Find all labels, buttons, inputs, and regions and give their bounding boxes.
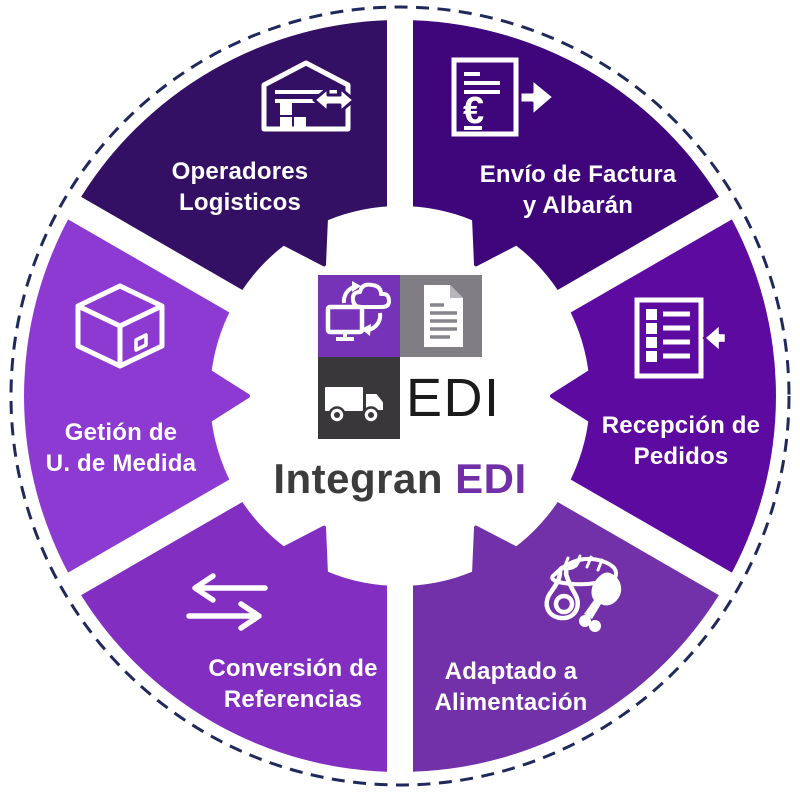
package-box-icon (75, 283, 165, 369)
document-icon (424, 285, 463, 347)
hub-tooth-envio (471, 211, 524, 267)
hub-tooth-operadores (276, 211, 329, 267)
euro-symbol: € (463, 90, 484, 132)
truck-icon (325, 387, 385, 424)
logo-tile-truck (318, 357, 400, 439)
hub-circle (210, 206, 590, 586)
food-icon (544, 554, 622, 632)
order-list-icon (634, 297, 726, 379)
hub-tooth-recepcion (550, 366, 598, 426)
hub-tooth-conversion (276, 525, 329, 581)
invoice-arrow-icon: € (451, 57, 556, 137)
edi-side-label: EDI (406, 368, 501, 428)
brand-part2: EDI (455, 455, 527, 502)
brand-title: Integran EDI (273, 455, 526, 503)
cloud-sync-icon (325, 281, 391, 341)
logo-tile-cloud (318, 275, 400, 357)
logo-tile-document (400, 275, 482, 357)
brand-part1: Integran (273, 455, 443, 502)
transfer-arrows-icon (186, 573, 268, 631)
warehouse-icon (261, 60, 356, 132)
segment-recepcion (538, 208, 776, 584)
hub-tooth-adaptado (471, 525, 524, 581)
dashed-ring (9, 5, 791, 787)
hub-tooth-gestion (202, 366, 250, 426)
